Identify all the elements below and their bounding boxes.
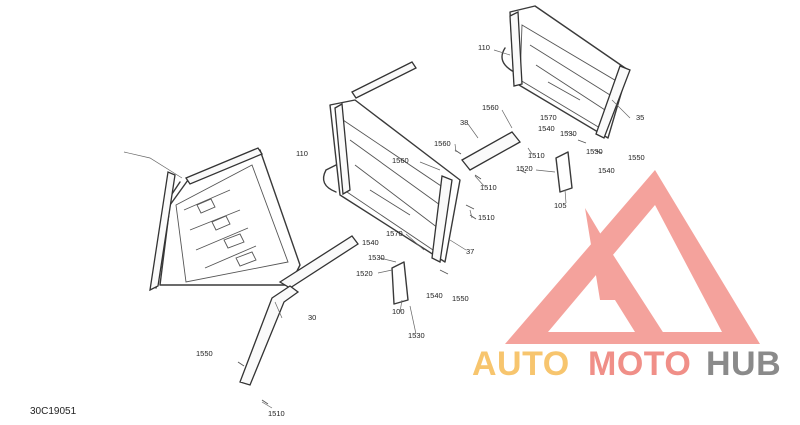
label-100: 100 xyxy=(392,307,405,316)
label-1510-d: 1510 xyxy=(528,151,545,160)
label-1540-c: 1540 xyxy=(538,124,555,133)
label-37: 37 xyxy=(466,247,474,256)
label-1540-a: 1540 xyxy=(362,238,379,247)
label-110-right: 110 xyxy=(478,43,490,52)
label-1540-b: 1540 xyxy=(426,291,443,300)
brand-auto: AUTO xyxy=(472,345,570,383)
fasteners xyxy=(237,139,603,405)
label-1510-a: 1510 xyxy=(268,409,285,418)
label-1530-a: 1530 xyxy=(368,253,385,262)
label-1560-a: 1560 xyxy=(392,156,409,165)
label-110-center: 110 xyxy=(296,149,308,158)
top-bar xyxy=(351,61,417,99)
triangle-logo-icon xyxy=(505,170,760,344)
label-38: 38 xyxy=(460,118,468,127)
label-105: 105 xyxy=(554,201,567,210)
label-1570-b: 1570 xyxy=(540,113,557,122)
label-1540-d: 1540 xyxy=(598,166,615,175)
label-35: 35 xyxy=(636,113,644,122)
label-1510-b: 1510 xyxy=(480,183,497,192)
label-1550-c: 1550 xyxy=(628,153,645,162)
label-1550-a: 1550 xyxy=(196,349,213,358)
callout-labels: 30 35 37 38 100 105 110 110 1510 1510 15… xyxy=(196,43,645,418)
front-cage-frame xyxy=(149,147,359,386)
label-1530-b: 1530 xyxy=(408,331,425,340)
label-1560-c: 1560 xyxy=(482,103,499,112)
leader-lines xyxy=(123,49,631,409)
label-1570-a: 1570 xyxy=(386,229,403,238)
label-1510-c: 1510 xyxy=(478,213,495,222)
rear-frame-center xyxy=(322,99,461,263)
watermark-brand: AUTO MOTO HUB xyxy=(472,345,781,383)
label-1530-c: 1530 xyxy=(560,129,577,138)
label-1530-d: 1530 xyxy=(586,147,603,156)
label-1520-b: 1520 xyxy=(516,164,533,173)
bracket-105 xyxy=(555,151,573,193)
rear-frame-right xyxy=(501,5,631,139)
label-1550-b: 1550 xyxy=(452,294,469,303)
brand-hub: HUB xyxy=(706,345,781,383)
label-30: 30 xyxy=(308,313,316,322)
bracket-100 xyxy=(391,261,409,305)
cross-tube xyxy=(461,131,521,171)
label-1520-a: 1520 xyxy=(356,269,373,278)
label-1560-b: 1560 xyxy=(434,139,451,148)
brand-moto: MOTO xyxy=(588,345,691,383)
diagram-code: 30C19051 xyxy=(30,406,77,417)
